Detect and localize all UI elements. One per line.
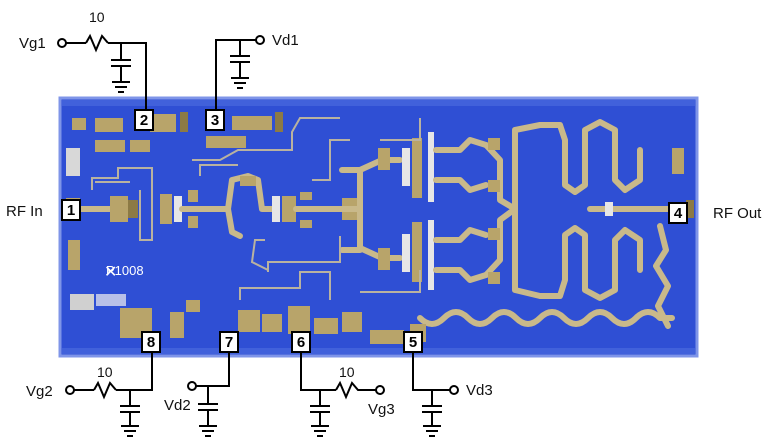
vd2-label: Vd2 — [164, 397, 191, 414]
vg1-bias-network: Vg1 10 — [19, 9, 147, 110]
rf-in-label: RF In — [6, 203, 43, 220]
svg-text:6: 6 — [297, 334, 305, 351]
vd1-bias-network: Vd1 — [215, 32, 299, 110]
vg3-label: Vg3 — [368, 401, 395, 418]
vg2-label: Vg2 — [26, 383, 53, 400]
rf-out-label: RF Out — [713, 205, 762, 222]
vg2-bias-network: Vg2 10 — [26, 352, 153, 437]
vd3-label: Vd3 — [466, 382, 493, 399]
svg-text:5: 5 — [409, 334, 417, 351]
pin-8-box: 8 — [141, 331, 161, 353]
svg-text:3: 3 — [211, 112, 219, 129]
vg3-resistor-value: 10 — [339, 364, 355, 380]
svg-text:4: 4 — [674, 205, 683, 222]
chip-marking: P1008 — [106, 263, 144, 278]
vg2-ground — [121, 425, 139, 437]
vg1-ground — [112, 81, 130, 93]
vd1-label: Vd1 — [272, 32, 299, 49]
vg3-capacitor — [310, 405, 330, 413]
vd3-ground — [423, 425, 441, 437]
output-matching-network — [512, 119, 694, 329]
input-stage — [66, 148, 218, 270]
output-bias-line — [417, 309, 675, 327]
vg3-resistor — [335, 380, 376, 400]
interstage-2 — [312, 118, 422, 282]
top-bias-pads — [72, 112, 283, 152]
pin-5-box: 5 — [403, 331, 423, 353]
chip-x-mark: ✕ — [104, 262, 117, 281]
chip-die: P1008 ✕ — [58, 96, 699, 358]
vd3-capacitor — [422, 405, 442, 413]
vd2-bias-network: Vd2 — [164, 352, 230, 437]
pin-7-box: 7 — [219, 331, 239, 353]
vg2-capacitor — [120, 405, 140, 413]
vg2-resistor-value: 10 — [97, 364, 113, 380]
vg1-capacitor — [111, 59, 131, 67]
vd1-capacitor — [230, 55, 250, 63]
vg2-resistor — [93, 380, 117, 400]
pin-2-box: 2 — [134, 109, 154, 131]
vg1-resistor-value: 10 — [89, 9, 105, 25]
bottom-bias-pads — [70, 236, 426, 344]
interstage-1 — [192, 117, 358, 271]
vg3-ground — [311, 425, 329, 437]
vd2-ground — [199, 425, 217, 437]
svg-text:1: 1 — [67, 202, 75, 219]
svg-text:8: 8 — [147, 334, 155, 351]
vg3-bias-network: 10 Vg3 — [300, 352, 395, 437]
vd3-bias-network: Vd3 — [412, 352, 493, 437]
pin-6-box: 6 — [291, 331, 311, 353]
output-combiner — [428, 132, 518, 290]
pin-4-box: 4 — [668, 202, 688, 224]
svg-text:2: 2 — [140, 112, 148, 129]
vd1-ground — [231, 77, 249, 89]
pin-3-box: 3 — [205, 109, 225, 131]
chip-substrate — [60, 98, 697, 356]
vg1-label: Vg1 — [19, 35, 46, 52]
vd2-capacitor — [198, 403, 218, 411]
pin-1-box: 1 — [61, 199, 81, 221]
vg1-resistor — [85, 33, 109, 53]
svg-text:7: 7 — [225, 334, 233, 351]
